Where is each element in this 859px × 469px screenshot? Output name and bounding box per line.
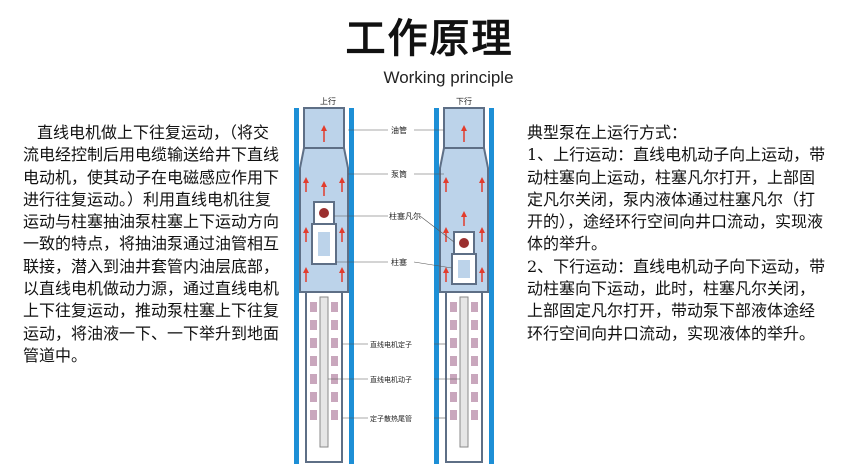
label-upstroke: 上行 xyxy=(320,96,336,106)
label-downstroke: 下行 xyxy=(456,96,472,106)
downstroke-pump: 下行 xyxy=(434,96,494,464)
label-stator: 直线电机定子 xyxy=(370,340,412,349)
page-title: 工作原理 xyxy=(345,16,514,62)
upstroke-description: 1、上行运动：直线电机动子向上运动，带动柱塞向上运动，柱塞凡尔打开，上部固定凡尔… xyxy=(527,145,826,254)
valve-ball-left xyxy=(319,208,329,218)
flow-arrows-left xyxy=(303,125,345,282)
stator-coils-left xyxy=(310,302,338,420)
valve-ball-right xyxy=(459,238,469,248)
plunger-core-left xyxy=(318,232,330,256)
label-plunger-valve: 柱塞凡尔 xyxy=(389,211,421,221)
right-description: 典型泵在上运行方式： 1、上行运动：直线电机动子向上运动，带动柱塞向上运动，柱塞… xyxy=(527,122,827,345)
label-mover: 直线电机动子 xyxy=(370,375,412,384)
left-description: 直线电机做上下往复运动，（将交流电经控制后用电缆输送给井下直线电动机，使其动子在… xyxy=(23,123,280,365)
mover-right xyxy=(459,296,469,448)
plunger-core-right xyxy=(458,260,470,278)
page-subtitle: Working principle xyxy=(383,68,514,87)
upstroke-pump: 上行 xyxy=(294,96,354,464)
mover-left xyxy=(319,296,329,448)
label-oil-pipe: 油管 xyxy=(391,125,407,135)
label-plunger: 柱塞 xyxy=(391,257,407,267)
label-pump-barrel: 泵筒 xyxy=(391,169,407,179)
part-labels: 油管 泵筒 柱塞凡尔 柱塞 直线电机定子 直线电机动子 定子散热尾管 xyxy=(328,125,460,423)
downstroke-description: 2、下行运动：直线电机动子向下运动，带动柱塞向下运动，此时，柱塞凡尔关闭，上部固… xyxy=(527,256,826,343)
right-heading: 典型泵在上运行方式： xyxy=(527,123,688,142)
pump-diagram: 上行 xyxy=(290,92,515,464)
label-tail-pipe: 定子散热尾管 xyxy=(370,414,412,423)
